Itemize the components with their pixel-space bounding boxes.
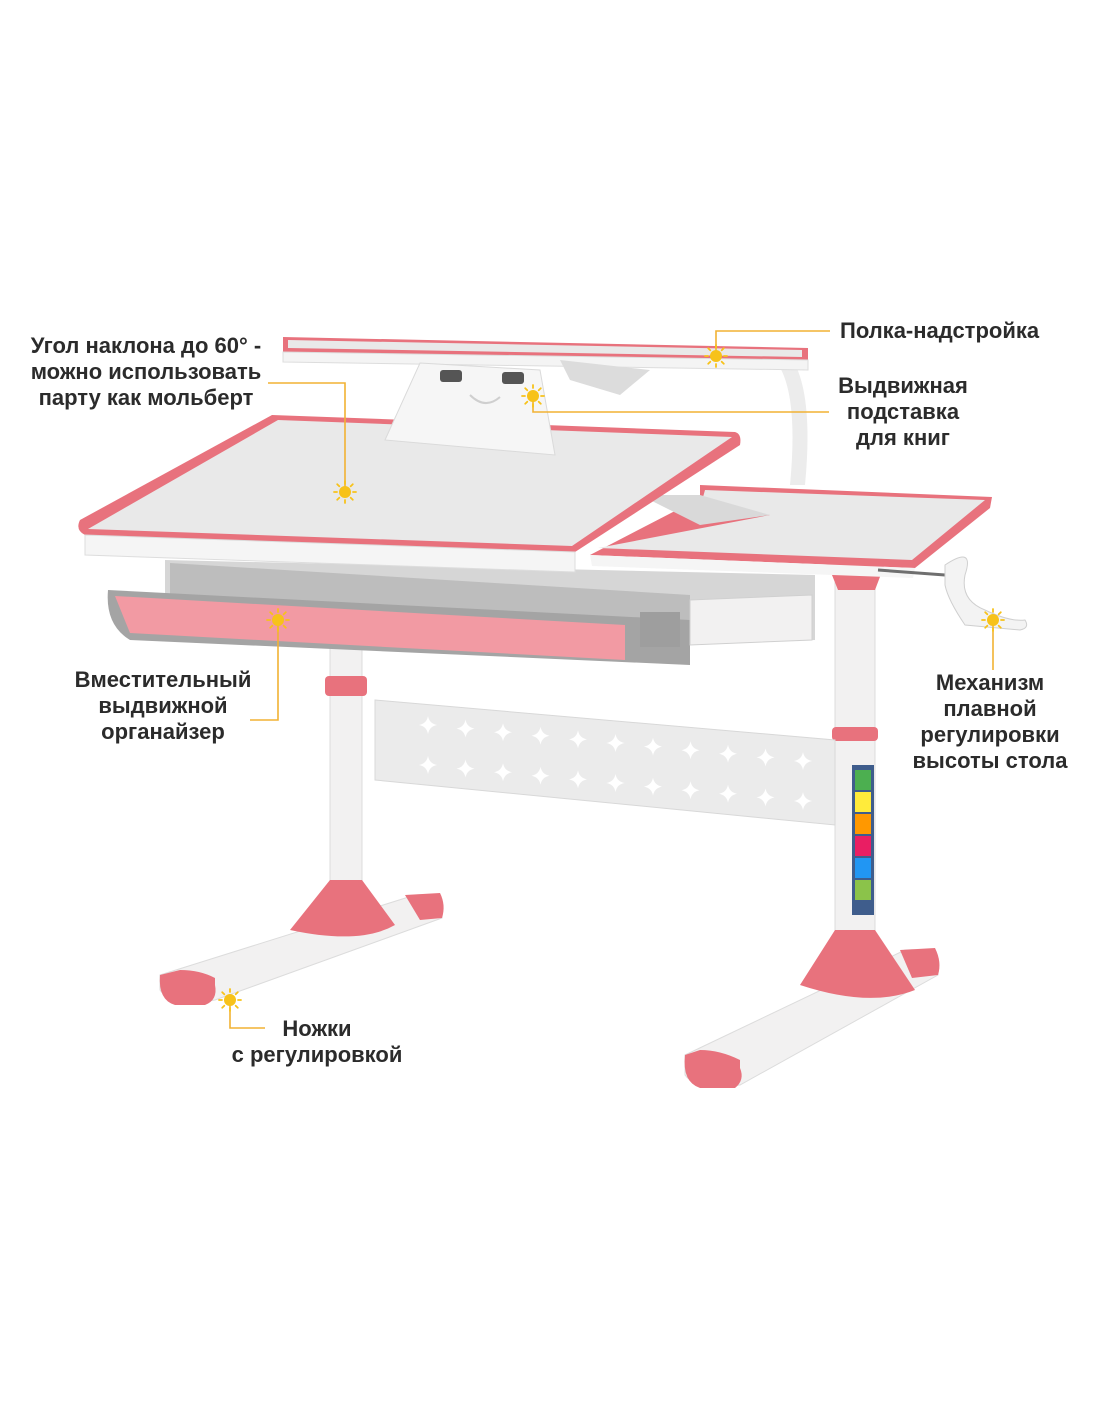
sun-marker-icon — [981, 608, 1005, 632]
callout-mechanism: Механизм плавной регулировки высоты стол… — [912, 670, 1068, 773]
crank-handle-icon — [877, 556, 1028, 631]
sun-marker-icon — [521, 384, 545, 408]
callout-organizer: Вместительный выдвижной органайзер — [74, 667, 252, 744]
sun-marker-icon — [333, 480, 357, 504]
desk-legs — [159, 545, 940, 1088]
callout-tilt: Угол наклона до 60° - можно использовать… — [30, 333, 262, 410]
organizer-drawer — [107, 560, 815, 665]
tilting-desktop — [78, 415, 741, 573]
callout-feet: Ножки с регулировкой — [231, 1016, 403, 1067]
right-desktop — [590, 485, 992, 578]
top-shelf — [282, 337, 809, 485]
sun-marker-icon — [218, 988, 242, 1012]
book-stand — [384, 362, 556, 456]
callout-bookstand: Выдвижная подставка для книг — [838, 373, 968, 450]
crossbar-panel — [374, 699, 836, 826]
callout-shelf: Полка-надстройка — [840, 318, 1040, 343]
sun-marker-icon — [266, 608, 290, 632]
sun-marker-icon — [704, 344, 728, 368]
